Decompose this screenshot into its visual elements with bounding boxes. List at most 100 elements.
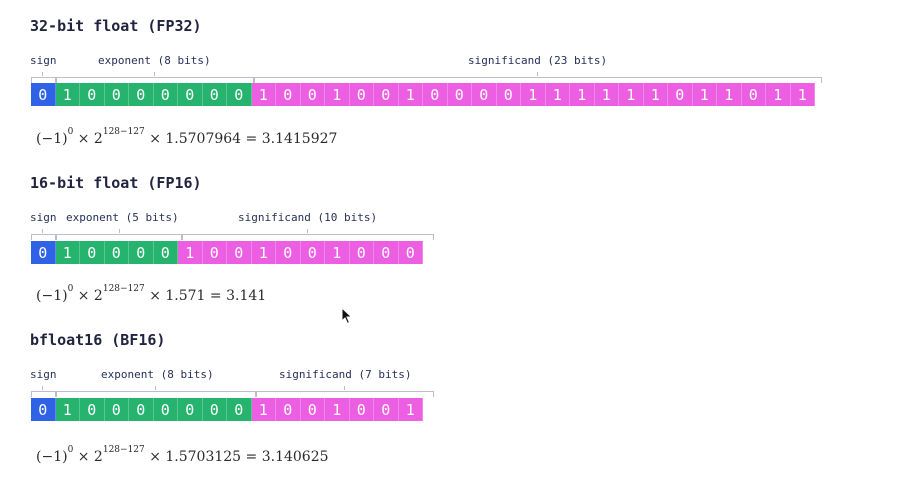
- fp16-exp-bit: 0: [80, 241, 105, 264]
- bf16-man-bit: 1: [251, 398, 276, 421]
- bf16-exp-bit: 0: [104, 398, 129, 421]
- bf16-exp-bit: 0: [178, 398, 203, 421]
- fp16-significand-tick: [307, 229, 308, 233]
- fp32-man-bit: 1: [251, 83, 276, 106]
- fp32-exponent-bracket: [56, 77, 254, 83]
- fp32-man-bit: 1: [717, 83, 742, 106]
- fp32-man-bit: 1: [619, 83, 644, 106]
- fp32-exp-bit: 0: [227, 83, 252, 106]
- bf16-significand-bracket: [256, 391, 434, 397]
- fp16-man-bit: 1: [251, 241, 276, 264]
- bf16-formula-rest: × 1.5703125 = 3.140625: [144, 449, 329, 465]
- bf16-exp-bit: 0: [129, 398, 154, 421]
- bf16-sign-bit: 0: [31, 398, 56, 421]
- fp32-man-bit: 0: [374, 83, 399, 106]
- fp32-exponent-tick: [154, 72, 155, 76]
- fp16-title: 16-bit float (FP16): [30, 174, 202, 192]
- fp32-exponent-label: exponent (8 bits): [98, 54, 211, 67]
- fp32-man-bit: 0: [300, 83, 325, 106]
- fp32-exp-bit: 0: [178, 83, 203, 106]
- bf16-sign-bracket: [31, 391, 56, 397]
- fp16-significand-bracket: [182, 234, 434, 240]
- fp32-formula-base: (−1): [36, 131, 68, 147]
- fp32-exp-bit: 0: [153, 83, 178, 106]
- fp32-man-bit: 1: [545, 83, 570, 106]
- bf16-sign-tick: [42, 386, 43, 390]
- fp16-sign-segment: 0: [31, 241, 56, 264]
- fp32-sign-segment: 0: [31, 83, 56, 106]
- fp16-formula-pow: 128−127: [102, 284, 145, 294]
- fp32-formula: (−1)0 × 2128−127 × 1.5707964 = 3.1415927: [36, 127, 338, 147]
- fp32-significand-tick: [537, 72, 538, 76]
- bf16-exp-bit: 0: [80, 398, 105, 421]
- fp32-exp-bit: 0: [202, 83, 227, 106]
- fp32-formula-rest: × 1.5707964 = 3.1415927: [144, 131, 338, 147]
- bf16-man-bit: 0: [300, 398, 325, 421]
- fp16-exp-bit: 0: [153, 241, 178, 264]
- fp32-man-bit: 1: [692, 83, 717, 106]
- fp32-formula-times2: × 2: [73, 131, 103, 147]
- bf16-formula-sign-exp: 0: [67, 445, 74, 455]
- fp16-man-bit: 0: [276, 241, 301, 264]
- fp32-formula-sign-exp: 0: [67, 127, 74, 137]
- fp16-man-bit: 0: [300, 241, 325, 264]
- fp16-sign-bit: 0: [31, 241, 56, 264]
- fp32-man-bit: 1: [325, 83, 350, 106]
- fp16-sign-tick: [42, 229, 43, 233]
- fp32-man-bit: 1: [643, 83, 668, 106]
- bf16-man-bit: 0: [349, 398, 374, 421]
- fp16-exponent-tick: [119, 229, 120, 233]
- fp16-exp-bit: 1: [55, 241, 80, 264]
- fp32-exp-bit: 0: [80, 83, 105, 106]
- fp16-formula-base: (−1): [36, 288, 68, 304]
- fp16-formula-times2: × 2: [73, 288, 103, 304]
- fp16-sign-label: sign: [30, 211, 57, 224]
- bf16-exp-bit: 0: [202, 398, 227, 421]
- fp16-sign-bracket: [31, 234, 56, 240]
- fp32-exp-bit: 0: [104, 83, 129, 106]
- fp32-man-bit: 0: [423, 83, 448, 106]
- fp16-man-bit: 0: [227, 241, 252, 264]
- bf16-sign-segment: 0: [31, 398, 56, 421]
- fp16-man-bit: 0: [398, 241, 423, 264]
- fp32-man-bit: 1: [521, 83, 546, 106]
- mouse-pointer-icon: [341, 306, 353, 329]
- fp16-exp-bit: 0: [104, 241, 129, 264]
- fp32-man-bit: 0: [276, 83, 301, 106]
- fp16-exp-bit: 0: [129, 241, 154, 264]
- fp32-man-bit: 0: [496, 83, 521, 106]
- fp32-sign-label: sign: [30, 54, 57, 67]
- bf16-exponent-tick: [155, 386, 156, 390]
- fp16-exponent-bracket: [56, 234, 182, 240]
- fp16-formula: (−1)0 × 2128−127 × 1.571 = 3.141: [36, 284, 266, 304]
- fp32-man-bit: 0: [447, 83, 472, 106]
- fp32-significand-bracket: [254, 77, 822, 83]
- bf16-man-bit: 1: [325, 398, 350, 421]
- fp32-man-bit: 1: [766, 83, 791, 106]
- fp32-man-bit: 1: [398, 83, 423, 106]
- fp16-man-bit: 0: [202, 241, 227, 264]
- bf16-formula-pow: 128−127: [102, 445, 145, 455]
- bf16-man-bit: 0: [374, 398, 399, 421]
- fp32-exp-bit: 1: [55, 83, 80, 106]
- bf16-man-bit: 1: [398, 398, 423, 421]
- bf16-exponent-bracket: [56, 391, 256, 397]
- bf16-exp-bit: 1: [55, 398, 80, 421]
- fp32-title: 32-bit float (FP32): [30, 17, 202, 35]
- bf16-exp-bit: 0: [227, 398, 252, 421]
- bf16-exponent-label: exponent (8 bits): [101, 368, 214, 381]
- fp16-man-bit: 1: [178, 241, 203, 264]
- fp16-significand-label: significand (10 bits): [238, 211, 378, 224]
- fp32-sign-bracket: [31, 77, 56, 83]
- fp32-exp-bit: 0: [129, 83, 154, 106]
- bf16-significand-tick: [344, 386, 345, 390]
- bf16-formula-base: (−1): [36, 449, 68, 465]
